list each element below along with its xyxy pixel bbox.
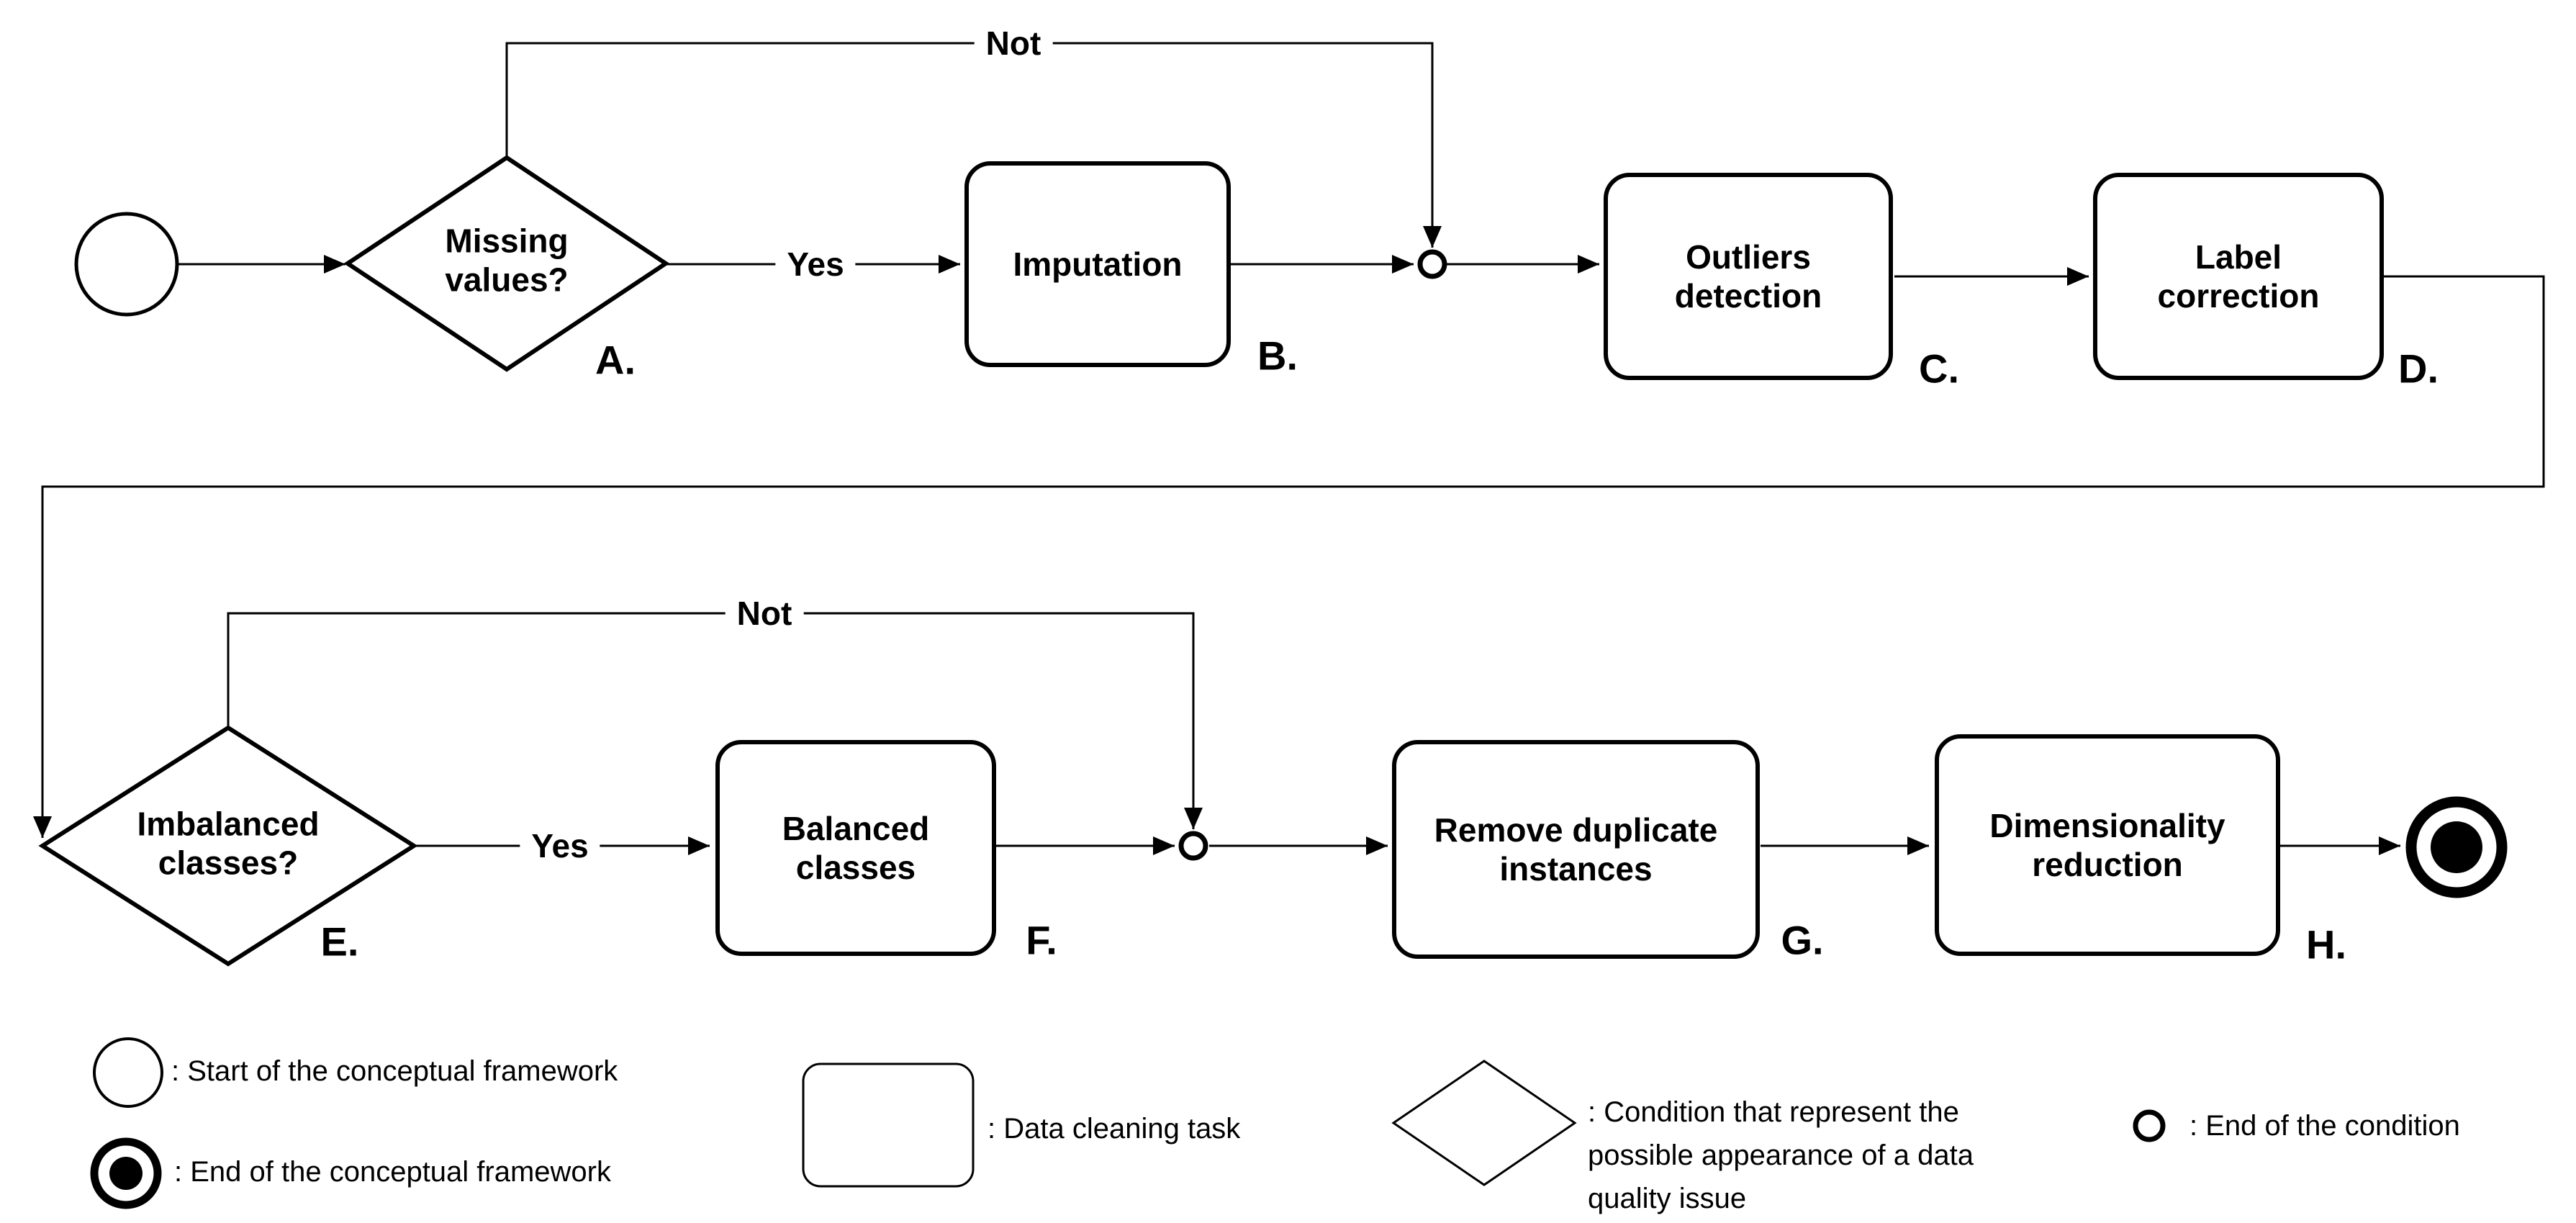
edge-label-yes-1: Yes [775,245,856,284]
legend-start-circle-icon [93,1037,163,1108]
tag-a: A. [595,337,636,383]
condition-end-circle-1 [1417,249,1447,279]
legend-start-text: : Start of the conceptual framework [171,1055,618,1087]
edge-wrap-label-correction-to-decision-e [33,275,2545,838]
task-dimensionality-reduction: Dimensionality reduction [1935,734,2280,956]
decision-diamond-e [38,725,418,967]
decision-a-label: Missing values? [445,222,569,299]
tag-c: C. [1919,346,1959,392]
edge-not-e-to-merge-2 [227,612,1203,829]
task-balanced-classes: Balanced classes [715,740,996,956]
task-outliers-detection: Outliers detection [1604,173,1893,380]
tag-h: H. [2306,921,2346,967]
decision-e-label: Imbalanced classes? [137,805,320,882]
tag-g: G. [1781,917,1824,963]
edge-label-not-1: Not [974,24,1053,63]
legend-condition-text: : Condition that represent the possible … [1588,1096,1974,1214]
legend-task-text: : Data cleaning task [988,1113,1241,1145]
end-event-inner-disc [2431,821,2482,873]
legend-task-rect-icon [802,1062,975,1188]
edge-not-a-to-merge-1 [505,42,1442,248]
tag-f: F. [1026,917,1057,963]
legend-condition-diamond-icon [1391,1060,1577,1186]
task-remove-duplicate-instances: Remove duplicate instances [1392,740,1760,959]
tag-e: E. [320,919,359,965]
legend-condition-end-text: : End of the condition [2189,1110,2460,1142]
legend-condition-end-circle-icon [2133,1109,2166,1142]
edge-label-yes-2: Yes [520,826,600,865]
tag-d: D. [2398,346,2439,392]
legend-end-text: : End of the conceptual framework [174,1156,611,1188]
condition-end-circle-2 [1178,831,1208,861]
task-label-correction: Label correction [2093,173,2384,380]
start-event-circle [74,212,179,317]
edge-label-not-2: Not [725,594,804,633]
task-imputation: Imputation [964,161,1231,367]
legend-end-inner-disc-icon [109,1157,143,1190]
tag-b: B. [1257,333,1298,379]
decision-diamond-a [343,155,670,372]
